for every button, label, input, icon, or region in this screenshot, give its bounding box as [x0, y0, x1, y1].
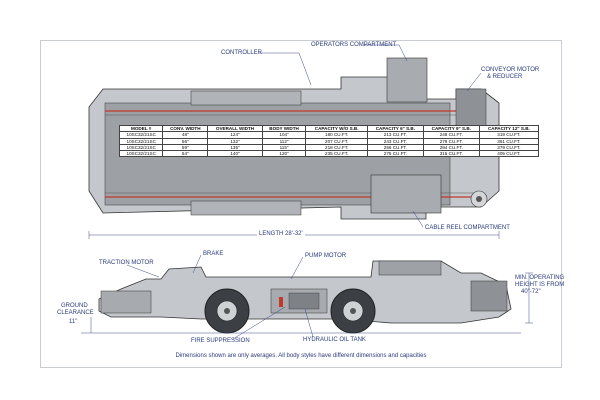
table-cell: 132" [207, 137, 263, 145]
drawing-sheet: CONTROLLER OPERATORS COMPARTMENT CONVEYO… [40, 40, 565, 368]
table-header: CAPACITY 9" S.B. [422, 124, 480, 133]
table-header: CAPACITY W/O S.B. [305, 124, 368, 133]
controller-label: CONTROLLER [221, 50, 263, 56]
table-row: 10SC32/21SC 56" 132" 112" 207 CU.FT. 243… [118, 137, 540, 145]
fire-suppression-label: FIRE SUPPRESSION [191, 338, 250, 344]
traction-motor-label: TRACTION MOTOR [99, 260, 154, 266]
reducer-label: & REDUCER [487, 74, 523, 80]
dimensions-note: Dimensions shown are only averages. All … [175, 353, 427, 359]
table-row: 10SC32/21SC 59" 135" 115" 218 CU.FT. 256… [118, 143, 540, 152]
ground-clearance-label-2: CLEARANCE [57, 310, 94, 316]
table-cell: 10SC32/21SC [118, 131, 164, 139]
table-cell: 315 CU.FT. [422, 150, 480, 158]
pump-motor-label: PUMP MOTOR [305, 253, 347, 259]
table-header: CAPACITY 6" S.B. [366, 124, 424, 133]
table-cell: 140" [207, 150, 263, 158]
top-view-drawing [81, 44, 533, 340]
table-cell: 379 CU.FT. [478, 143, 540, 152]
table-cell: 120" [261, 150, 307, 158]
table-cell: 10SC32/21SC [118, 150, 164, 158]
min-operating-label-2: HEIGHT IS FROM [515, 282, 565, 288]
table-cell: 319 CU.FT. [478, 131, 540, 139]
ground-clearance-label-1: GROUND [61, 303, 88, 309]
min-operating-label-3: 40"-72" [521, 289, 541, 295]
brake-label: BRAKE [203, 251, 224, 257]
operators-compartment-label: OPERATORS COMPARTMENT [311, 42, 397, 48]
table-cell: 124" [207, 131, 263, 139]
table-cell: 275 CU.FT. [366, 150, 424, 158]
table-row: 10SC32/21SC 48" 124" 104" 180 CU.FT. 213… [118, 131, 540, 139]
table-cell: 10SC32/21SC [118, 137, 164, 145]
hydraulic-tank-label: HYDRAULIC OIL TANK [303, 337, 366, 343]
table-cell: 405 CU.FT. [478, 150, 540, 158]
table-cell: 56" [162, 137, 209, 145]
ground-clearance-label-3: 11" [69, 319, 78, 325]
table-header: CAPACITY 12" S.B. [478, 124, 540, 133]
table-cell: 135" [207, 143, 263, 152]
table-row: 10SC32/21SC 64" 140" 120" 235 CU.FT. 275… [118, 150, 540, 158]
table-cell: 361 CU.FT. [478, 137, 540, 145]
table-header-row: MODEL # CONV. WIDTH OVERALL WIDTH BODY W… [118, 124, 540, 133]
table-header: OVERALL WIDTH [207, 124, 263, 133]
table-cell: 10SC32/21SC [118, 143, 164, 152]
table-cell: 48" [162, 131, 209, 139]
conveyor-motor-label: CONVEYOR MOTOR [481, 67, 540, 73]
cable-reel-label: CABLE REEL COMPARTMENT [425, 225, 510, 231]
min-operating-label-1: MIN. OPERATING [515, 275, 565, 281]
length-dimension-label: LENGTH 28'-32' [257, 231, 305, 238]
capacity-table: MODEL # CONV. WIDTH OVERALL WIDTH BODY W… [118, 124, 540, 158]
table-header: MODEL # [118, 124, 164, 133]
table-header: CONV. WIDTH [162, 124, 209, 133]
table-cell: 64" [162, 150, 209, 158]
table-cell: 59" [162, 143, 209, 152]
table-cell: 235 CU.FT. [305, 150, 368, 158]
